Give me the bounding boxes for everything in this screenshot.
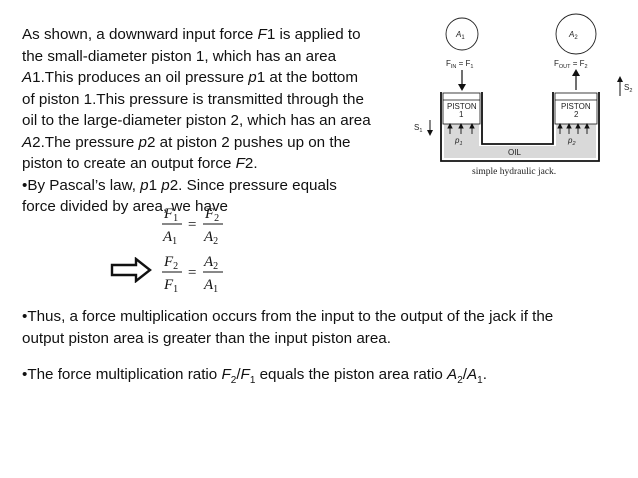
text-line: •By Pascal’s law, p1 p2. Since pressure …: [22, 176, 337, 194]
eq1-numerator: F1: [163, 206, 178, 224]
label-a1: A1: [455, 30, 465, 41]
pascal-equations: F1 A1 = F2 A2 F2 F1 = A2 A1: [162, 206, 223, 295]
label-fin: FIN = F1: [446, 59, 473, 70]
text-line: oil to the large-diameter piston 2, whic…: [22, 112, 371, 129]
eq2-equals: =: [187, 265, 197, 281]
area-a1-circle: [445, 17, 479, 51]
container-outer-wall: [440, 92, 600, 162]
piston-2-label: PISTON: [561, 102, 591, 111]
subscript: 2: [457, 375, 463, 387]
s1-arrowhead: [427, 130, 433, 136]
subscript: 2: [230, 375, 237, 387]
text-run: F: [240, 366, 250, 383]
label-a2: A2: [568, 30, 578, 41]
bullet-force-multiplication: •Thus, a force multiplication occurs fro…: [22, 306, 553, 349]
eq1-numerator-2: F2: [204, 206, 219, 224]
subscript: 1: [477, 375, 483, 387]
text-line: A1.This produces an oil pressure p1 at t…: [22, 69, 359, 86]
eq1-equals: =: [187, 217, 197, 233]
text-line: the small-diameter piston 1, which has a…: [22, 47, 337, 65]
label-fout: FOUT = F2: [554, 59, 588, 70]
piston-1-label: PISTON: [447, 102, 477, 111]
intro-paragraph: As shown, a downward input force F1 is a…: [22, 24, 394, 218]
piston-2-number: 2: [574, 110, 579, 119]
text-line: piston to create an output force F2.: [22, 155, 258, 172]
equation-2: F2 F1 = A2 A1: [162, 254, 223, 295]
subscript: 1: [249, 375, 256, 387]
text-line: As shown, a downward input force F1 is a…: [22, 26, 361, 43]
equation-1: F1 A1 = F2 A2: [162, 206, 223, 247]
text-line: force divided by area, we have: [22, 198, 228, 215]
label-oil: OIL: [508, 148, 521, 157]
eq2-denominator: F1: [163, 277, 178, 295]
label-s2: S2: [624, 83, 632, 94]
text-run: A: [466, 366, 478, 383]
output-force-arrowhead: [572, 69, 580, 76]
text-run: equals the piston area ratio: [255, 366, 448, 383]
text-run: /: [236, 366, 241, 383]
eq1-denominator: A1: [162, 229, 177, 247]
eq2-numerator-2: A2: [203, 254, 218, 272]
eq2-numerator: F2: [163, 254, 178, 272]
text-run: A: [447, 366, 458, 383]
label-s1: S1: [414, 123, 422, 134]
pressure-arrows-piston-1: [447, 122, 475, 134]
implies-arrow-icon: [110, 257, 152, 283]
piston-1-number: 1: [459, 110, 464, 119]
text-line: output piston area is greater than the i…: [22, 329, 391, 347]
text-run: F: [221, 366, 231, 383]
text-line: •Thus, a force multiplication occurs fro…: [22, 308, 554, 325]
input-force-arrowhead: [458, 84, 466, 91]
oil-fill: [444, 124, 596, 158]
s2-arrowhead: [617, 76, 623, 82]
bullet-ratio: •The force multiplication ratio F2/F1 eq…: [22, 364, 487, 392]
piston-1: [442, 92, 481, 125]
hydraulic-jack-diagram: A1 A2 FIN = F1 FOUT = F2 S2 S1 PISTON 1 …: [414, 13, 632, 177]
pressure-arrows-piston-2: [557, 122, 590, 134]
container-inner-wall: [481, 92, 554, 145]
label-p1: p1: [454, 136, 463, 147]
diagram-caption: simple hydraulic jack.: [472, 167, 556, 177]
text-line: of piston 1.This pressure is transmitted…: [22, 90, 364, 108]
text-line: A2.The pressure p2 at piston 2 pushes up…: [22, 133, 351, 151]
piston-2: [554, 92, 598, 125]
area-a2-circle: [555, 13, 597, 55]
label-p2: p2: [567, 136, 576, 147]
eq1-denominator-2: A2: [203, 229, 218, 247]
eq2-denominator-2: A1: [203, 277, 218, 295]
text-run: /: [462, 366, 467, 383]
text-run: .: [482, 366, 487, 383]
text-run: •The force multiplication ratio: [22, 366, 222, 383]
